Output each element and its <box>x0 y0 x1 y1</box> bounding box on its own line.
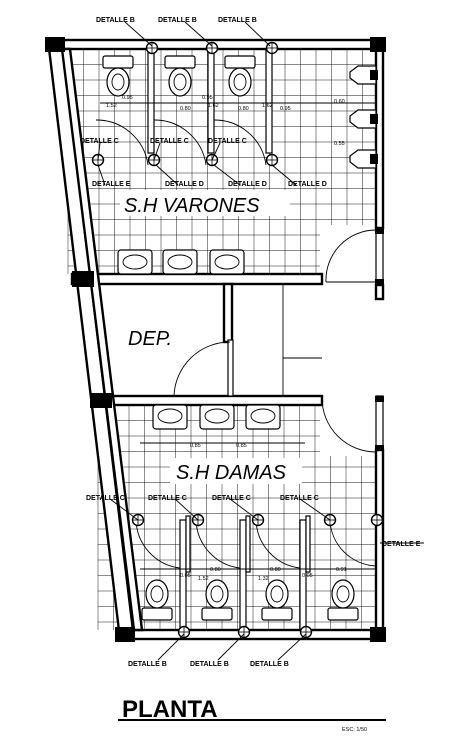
detail-marker <box>370 513 384 527</box>
women-toilet-2 <box>201 579 233 621</box>
detail-c-label-men-2: DETALLE C <box>150 138 189 145</box>
women-entrance-door <box>321 395 384 453</box>
dim-men-width-c: 1.62 <box>208 103 219 109</box>
men-entrance-door <box>325 227 384 286</box>
detail-b-label-top-3: DETALLE B <box>218 17 257 24</box>
detail-marker <box>299 625 313 639</box>
dim-men-width-b: 0.80 <box>180 106 191 112</box>
women-toilet-3 <box>261 579 293 621</box>
men-urinals <box>349 65 378 169</box>
dim-men-width-d: 0.80 <box>238 106 249 112</box>
detail-c-label-women-3: DETALLE C <box>212 495 251 502</box>
men-toilet-2 <box>164 55 196 97</box>
detail-c-label-men-1: DETALLE C <box>80 138 119 145</box>
dim-men-urinal-b: 0.55 <box>334 141 345 147</box>
dim-women-stall-a: 0.80 <box>210 567 221 573</box>
detail-e-label-women: DETALLE E <box>382 541 421 548</box>
detail-marker <box>265 153 279 167</box>
detail-labels: DETALLE B DETALLE B DETALLE B DETALLE C … <box>80 17 421 668</box>
detail-e-label-men: DETALLE E <box>92 181 131 188</box>
men-toilet-3 <box>224 55 256 97</box>
detail-b-label-bottom-1: DETALLE B <box>128 661 167 668</box>
detail-marker <box>237 625 251 639</box>
dim-women-stall-c: 0.91 <box>336 567 347 573</box>
detail-d-label-men-3: DETALLE D <box>288 181 327 188</box>
men-toilets <box>102 55 256 97</box>
dim-men-top-b: 0.95 <box>202 95 213 101</box>
women-sinks <box>152 404 281 430</box>
dim-men-top-a: 0.95 <box>122 95 133 101</box>
detail-c-label-women-4: DETALLE C <box>280 495 319 502</box>
dim-women-width-c: 1.32 <box>258 576 269 582</box>
women-stall-partitions <box>135 515 377 631</box>
dim-women-sink-b: 0.85 <box>236 443 247 449</box>
detail-b-label-bottom-3: DETALLE B <box>250 661 289 668</box>
men-toilet-1 <box>102 55 134 97</box>
room-label-men: S.H VARONES <box>124 195 260 217</box>
men-sinks <box>117 249 245 275</box>
detail-b-label-top-1: DETALLE B <box>96 17 135 24</box>
room-label-women: S.H DAMAS <box>176 462 287 484</box>
detail-c-label-women-2: DETALLE C <box>148 495 187 502</box>
women-toilets <box>141 579 359 621</box>
walls <box>45 37 386 642</box>
dim-men-width-a: 1.52 <box>106 103 117 109</box>
detail-d-label-men-2: DETALLE D <box>228 181 267 188</box>
detail-d-label-men-1: DETALLE D <box>165 181 204 188</box>
women-toilet-1 <box>141 579 173 621</box>
dim-women-sink-a: 0.85 <box>190 443 201 449</box>
detail-c-label-women-1: DETALLE C <box>86 495 125 502</box>
detail-b-label-top-2: DETALLE B <box>158 17 197 24</box>
women-toilet-4 <box>327 579 359 621</box>
plan-title: PLANTA <box>122 696 218 723</box>
leader-lines <box>97 21 424 661</box>
dim-women-stall-b: 0.80 <box>270 567 281 573</box>
detail-marker <box>177 625 191 639</box>
detail-marker <box>205 41 219 55</box>
dim-women-width-d: 0.05 <box>302 573 313 579</box>
dim-men-width-e: 1.62 <box>262 103 273 109</box>
detail-c-label-men-3: DETALLE C <box>208 138 247 145</box>
dimension-labels: 0.95 0.95 1.52 0.80 1.62 0.80 1.62 0.95 … <box>100 95 376 582</box>
dim-women-width-a: 0.05 <box>180 573 191 579</box>
detail-marker <box>145 41 159 55</box>
dim-men-width-f: 0.95 <box>280 106 291 112</box>
dim-men-urinal-a: 0.60 <box>334 99 345 105</box>
room-label-storage: DEP. <box>128 328 172 350</box>
dim-women-width-b: 1.52 <box>198 576 209 582</box>
storage-door <box>173 339 234 397</box>
scale-label: ESC: 1/50 <box>342 727 367 733</box>
detail-b-label-bottom-2: DETALLE B <box>190 661 229 668</box>
